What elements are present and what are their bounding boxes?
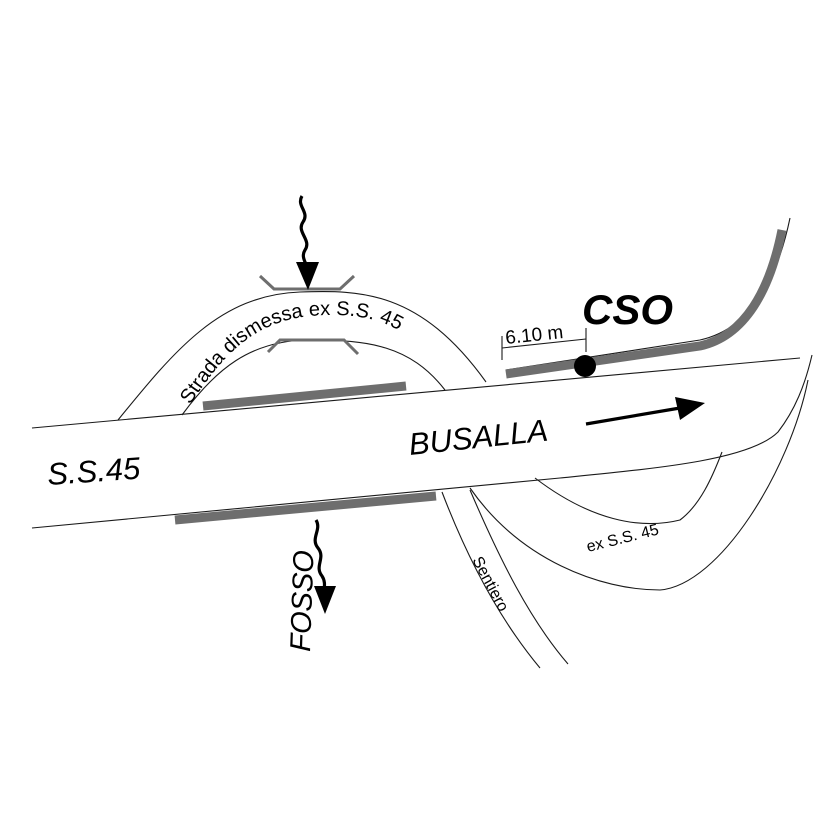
distance-dimension (501, 328, 587, 360)
label-busalla: BUSALLA (407, 413, 549, 462)
cso-wall (505, 229, 787, 379)
bridge-upper-mark (258, 274, 356, 291)
sentiero-edge-left (441, 491, 541, 669)
sentiero-edge-right (469, 489, 569, 665)
main-road-top-edge (31, 357, 801, 429)
cso-point-icon (574, 355, 596, 377)
outflow-arrow-icon (313, 519, 336, 614)
direction-arrow-icon (585, 397, 705, 426)
label-sentiero: Sentiero (468, 554, 511, 615)
old-road-outer-edge (117, 290, 487, 421)
bridge-lower-mark (266, 338, 360, 356)
label-fosso: FOSSO (285, 550, 321, 653)
main-road-bottom-edge (31, 354, 813, 529)
lower-wall (174, 491, 437, 525)
ex-ss45-inner-edge (534, 451, 723, 525)
label-ss45: S.S.45 (46, 451, 142, 492)
ex-ss45-outer-edge (469, 379, 809, 591)
upper-wall (202, 381, 407, 411)
label-ex-ss45: ex S.S. 45 (585, 522, 661, 556)
label-distance: 6.10 m (504, 322, 564, 349)
label-cso: CSO (582, 286, 673, 333)
inflow-arrow-icon (296, 195, 319, 290)
